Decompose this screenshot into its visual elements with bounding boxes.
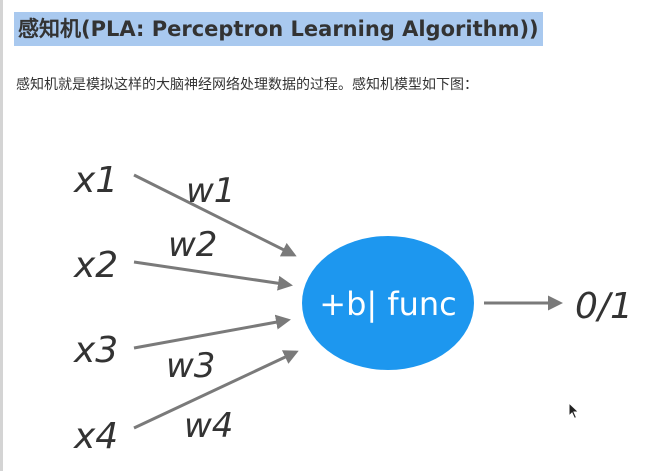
intro-paragraph: 感知机就是模拟这样的大脑神经网络处理数据的过程。感知机模型如下图： [16,77,478,93]
input-arrow-4 [133,350,299,430]
weight-label-w2: w2 [168,225,217,265]
weight-label-w4: w4 [184,406,233,446]
input-label-x2: x2 [73,245,118,286]
input-label-x3: x3 [73,330,118,371]
input-arrow-1 [133,173,297,257]
page-heading: 感知机(PLA: Perceptron Learning Algorithm)) [14,12,543,46]
left-margin-rule [0,0,3,471]
output-label: 0/1 [575,286,633,327]
input-arrow-2 [133,260,293,291]
input-arrow-3 [133,314,291,350]
weight-label-w3: w3 [166,346,215,386]
input-label-x4: x4 [73,416,118,457]
input-label-x1: x1 [73,160,118,201]
neuron-node-label: +b| func [319,285,457,323]
weight-label-w1: w1 [186,171,235,211]
neuron-node [302,236,474,370]
mouse-cursor-icon [568,402,580,420]
